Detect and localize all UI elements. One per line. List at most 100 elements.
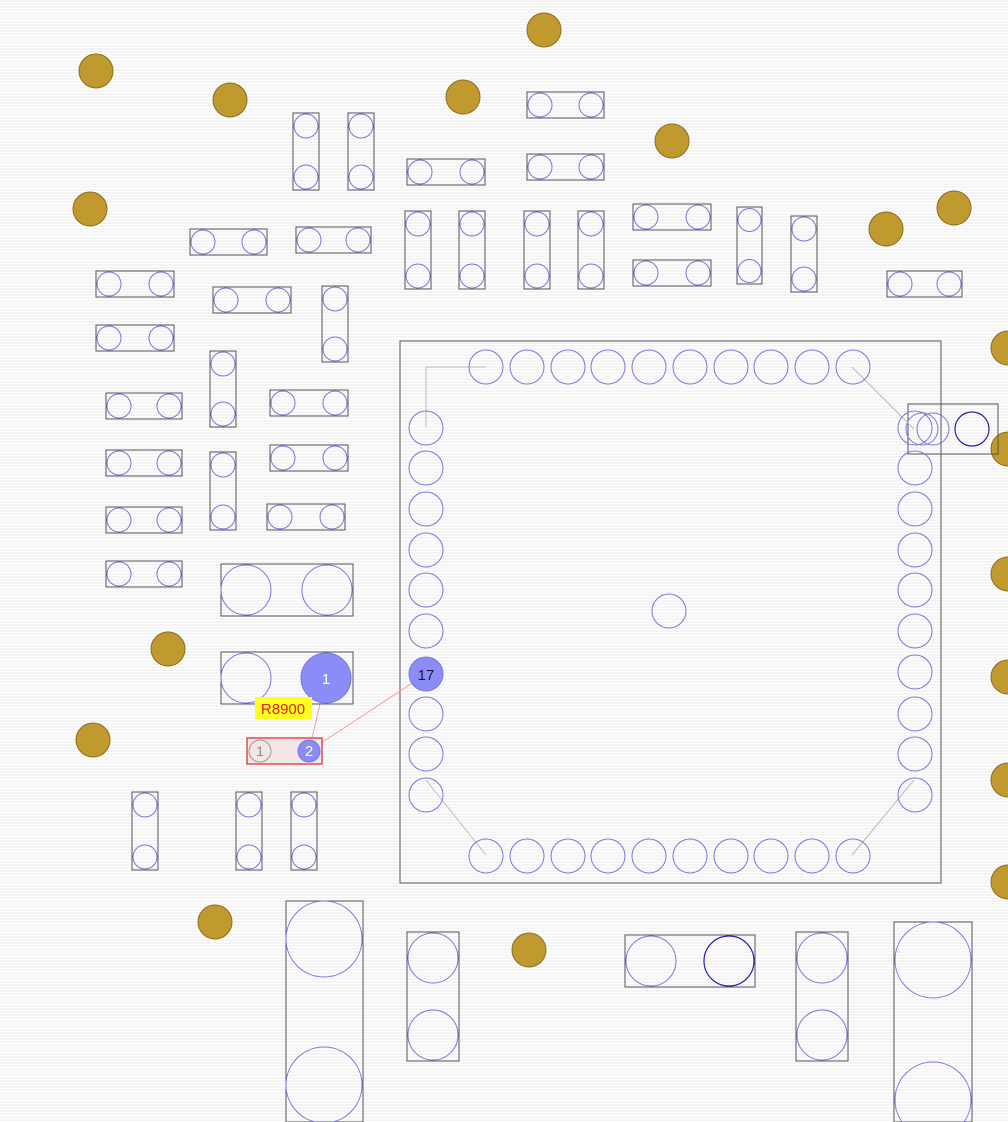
- component-pad[interactable]: [459, 159, 485, 185]
- component-pad[interactable]: [291, 792, 317, 818]
- ic-pad[interactable]: [631, 349, 667, 385]
- ic-pad[interactable]: [897, 491, 933, 527]
- ic-pad[interactable]: [631, 838, 667, 874]
- passive-component[interactable]: [632, 203, 712, 231]
- component-pad[interactable]: [220, 652, 272, 704]
- ic-pad[interactable]: [753, 838, 789, 874]
- component-pad[interactable]: [106, 507, 132, 533]
- ic-pad[interactable]: [897, 572, 933, 608]
- component-pad[interactable]: [132, 792, 158, 818]
- component-pad[interactable]: [241, 229, 267, 255]
- ic-pad[interactable]: [897, 654, 933, 690]
- component-pad[interactable]: [791, 266, 817, 292]
- component-pad[interactable]: [633, 260, 659, 286]
- passive-component[interactable]: [209, 350, 237, 428]
- component-pad[interactable]: [293, 113, 319, 139]
- ic-pad[interactable]: [713, 838, 749, 874]
- ic-pad[interactable]: [408, 410, 444, 446]
- resistor-pad-1[interactable]: [248, 739, 272, 763]
- passive-component[interactable]: [577, 210, 605, 290]
- ic-pad[interactable]: [468, 838, 504, 874]
- component-pad[interactable]: [578, 154, 604, 180]
- large-component[interactable]: [795, 931, 849, 1062]
- passive-component[interactable]: [189, 228, 268, 256]
- ic-pad[interactable]: [408, 696, 444, 732]
- passive-component[interactable]: [105, 560, 183, 588]
- component-pad[interactable]: [322, 445, 348, 471]
- ic-pad[interactable]: [672, 838, 708, 874]
- component-pad[interactable]: [106, 561, 132, 587]
- passive-component[interactable]: [105, 392, 183, 420]
- passive-component[interactable]: [290, 791, 318, 871]
- ic-pad[interactable]: [408, 777, 444, 813]
- ic-pad[interactable]: [713, 349, 749, 385]
- component-pad[interactable]: [285, 900, 363, 978]
- component-pad[interactable]: [265, 287, 291, 313]
- passive-component[interactable]: [406, 158, 486, 186]
- passive-component[interactable]: [105, 506, 183, 534]
- passive-component[interactable]: [347, 112, 375, 191]
- component-pad[interactable]: [267, 504, 293, 530]
- large-component[interactable]: [285, 900, 364, 1122]
- ic-pad[interactable]: [408, 491, 444, 527]
- resistor-pad-2[interactable]: [297, 739, 321, 763]
- component-pad[interactable]: [348, 164, 374, 190]
- component-pad[interactable]: [578, 211, 604, 237]
- ic-pin-17-pad[interactable]: [408, 656, 444, 692]
- component-pad[interactable]: [916, 412, 950, 446]
- component-pad[interactable]: [270, 390, 296, 416]
- large-component[interactable]: [893, 921, 973, 1122]
- component-pad[interactable]: [270, 445, 296, 471]
- component-pad[interactable]: [685, 260, 711, 286]
- ic-pad[interactable]: [835, 838, 871, 874]
- component-pad[interactable]: [322, 390, 348, 416]
- ic-pin-17[interactable]: 17: [408, 656, 444, 692]
- ic-pad[interactable]: [897, 532, 933, 568]
- component-pad[interactable]: [405, 263, 431, 289]
- component-pad[interactable]: [348, 113, 374, 139]
- component-pad[interactable]: [578, 263, 604, 289]
- ic-pad[interactable]: [408, 532, 444, 568]
- ic-pad[interactable]: [835, 349, 871, 385]
- selected-resistor[interactable]: 1 2 R8900: [246, 697, 323, 765]
- ic-pad[interactable]: [408, 572, 444, 608]
- passive-component[interactable]: [95, 270, 175, 298]
- ic-pad[interactable]: [897, 777, 933, 813]
- component-pad[interactable]: [319, 504, 345, 530]
- passive-component[interactable]: [526, 153, 605, 181]
- component-pad[interactable]: [894, 921, 972, 999]
- ic-pad[interactable]: [590, 349, 626, 385]
- passive-component[interactable]: [632, 259, 712, 287]
- component-pad[interactable]: [236, 792, 262, 818]
- component-pad[interactable]: [96, 325, 122, 351]
- component-pad[interactable]: [459, 211, 485, 237]
- component-pad[interactable]: [633, 204, 659, 230]
- passive-component[interactable]: [212, 286, 292, 314]
- component-pad[interactable]: [954, 411, 990, 447]
- component-pad[interactable]: [296, 227, 322, 253]
- connected-component[interactable]: 1: [220, 651, 354, 705]
- component-pad[interactable]: [894, 1061, 972, 1122]
- component-pad[interactable]: [156, 393, 182, 419]
- passive-component[interactable]: [523, 210, 551, 290]
- component-pad[interactable]: [96, 271, 122, 297]
- component-pad[interactable]: [527, 154, 553, 180]
- qfn-ic[interactable]: [399, 340, 942, 884]
- component-pad[interactable]: [407, 932, 459, 984]
- passive-component[interactable]: [458, 210, 486, 290]
- component-pad[interactable]: [213, 287, 239, 313]
- highlighted-pad[interactable]: [300, 652, 352, 704]
- component-pad[interactable]: [291, 844, 317, 870]
- ic-pad[interactable]: [897, 736, 933, 772]
- ic-pad[interactable]: [897, 410, 933, 446]
- component-pad[interactable]: [190, 229, 216, 255]
- ic-pad[interactable]: [408, 736, 444, 772]
- component-pad[interactable]: [936, 271, 962, 297]
- large-component[interactable]: [220, 563, 354, 617]
- component-pad[interactable]: [148, 271, 174, 297]
- component-pad[interactable]: [156, 507, 182, 533]
- ic-pad[interactable]: [794, 838, 830, 874]
- passive-component[interactable]: [209, 451, 237, 531]
- ic-pad[interactable]: [897, 696, 933, 732]
- ic-pad[interactable]: [509, 838, 545, 874]
